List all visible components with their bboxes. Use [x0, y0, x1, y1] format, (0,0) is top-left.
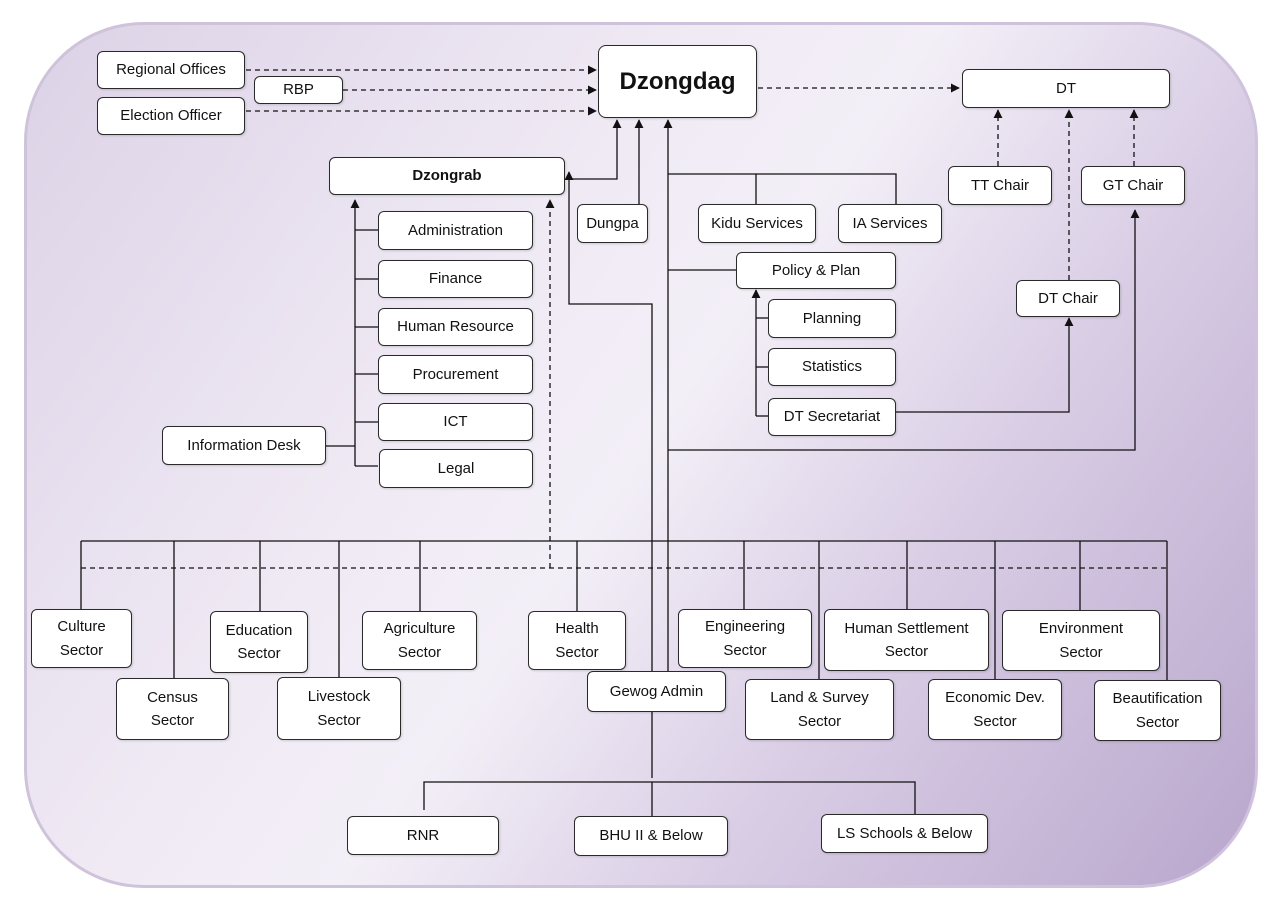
node-ict: ICT: [378, 403, 533, 441]
node-dzongdag: Dzongdag: [598, 45, 757, 118]
node-statistics: Statistics: [768, 348, 896, 386]
node-dzongrab: Dzongrab: [329, 157, 565, 195]
node-policy-plan: Policy & Plan: [736, 252, 896, 289]
node-human-settlement-sector: Human Settlement Sector: [824, 609, 989, 671]
node-gt-chair: GT Chair: [1081, 166, 1185, 205]
node-administration: Administration: [378, 211, 533, 250]
node-rbp: RBP: [254, 76, 343, 104]
edge-services: [668, 173, 897, 204]
node-information-desk: Information Desk: [162, 426, 326, 465]
node-beautification-sector: Beautification Sector: [1094, 680, 1221, 741]
node-health-sector: Health Sector: [528, 611, 626, 670]
node-dt-secretariat: DT Secretariat: [768, 398, 896, 436]
node-rnr: RNR: [347, 816, 499, 855]
edge-secretariat-to-dtchair: [896, 317, 1074, 413]
node-ia-services: IA Services: [838, 204, 942, 243]
node-census-sector: Census Sector: [116, 678, 229, 740]
node-education-sector: Education Sector: [210, 611, 308, 673]
edge-dzongrab-to-dzongdag: [566, 119, 622, 180]
node-finance: Finance: [378, 260, 533, 298]
edge-to-gt-chair: [668, 209, 1140, 451]
edge-gewog-to-dzongrab: [564, 171, 653, 680]
node-agriculture-sector: Agriculture Sector: [362, 611, 477, 670]
node-livestock-sector: Livestock Sector: [277, 677, 401, 740]
node-tt-chair: TT Chair: [948, 166, 1052, 205]
node-land-survey-sector: Land & Survey Sector: [745, 679, 894, 740]
node-kidu-services: Kidu Services: [698, 204, 816, 243]
node-regional-offices: Regional Offices: [97, 51, 245, 89]
node-dt: DT: [962, 69, 1170, 108]
node-human-resource: Human Resource: [378, 308, 533, 346]
gewog-tree: [423, 781, 916, 816]
node-planning: Planning: [768, 299, 896, 338]
node-environment-sector: Environment Sector: [1002, 610, 1160, 671]
node-legal: Legal: [379, 449, 533, 488]
node-dungpa: Dungpa: [577, 204, 648, 243]
node-gewog-admin: Gewog Admin: [587, 671, 726, 712]
node-engineering-sector: Engineering Sector: [678, 609, 812, 668]
node-ls-schools: LS Schools & Below: [821, 814, 988, 853]
node-culture-sector: Culture Sector: [31, 609, 132, 668]
node-procurement: Procurement: [378, 355, 533, 394]
node-dt-chair: DT Chair: [1016, 280, 1120, 317]
node-bhu: BHU II & Below: [574, 816, 728, 856]
node-economic-dev-sector: Economic Dev. Sector: [928, 679, 1062, 740]
node-election-officer: Election Officer: [97, 97, 245, 135]
